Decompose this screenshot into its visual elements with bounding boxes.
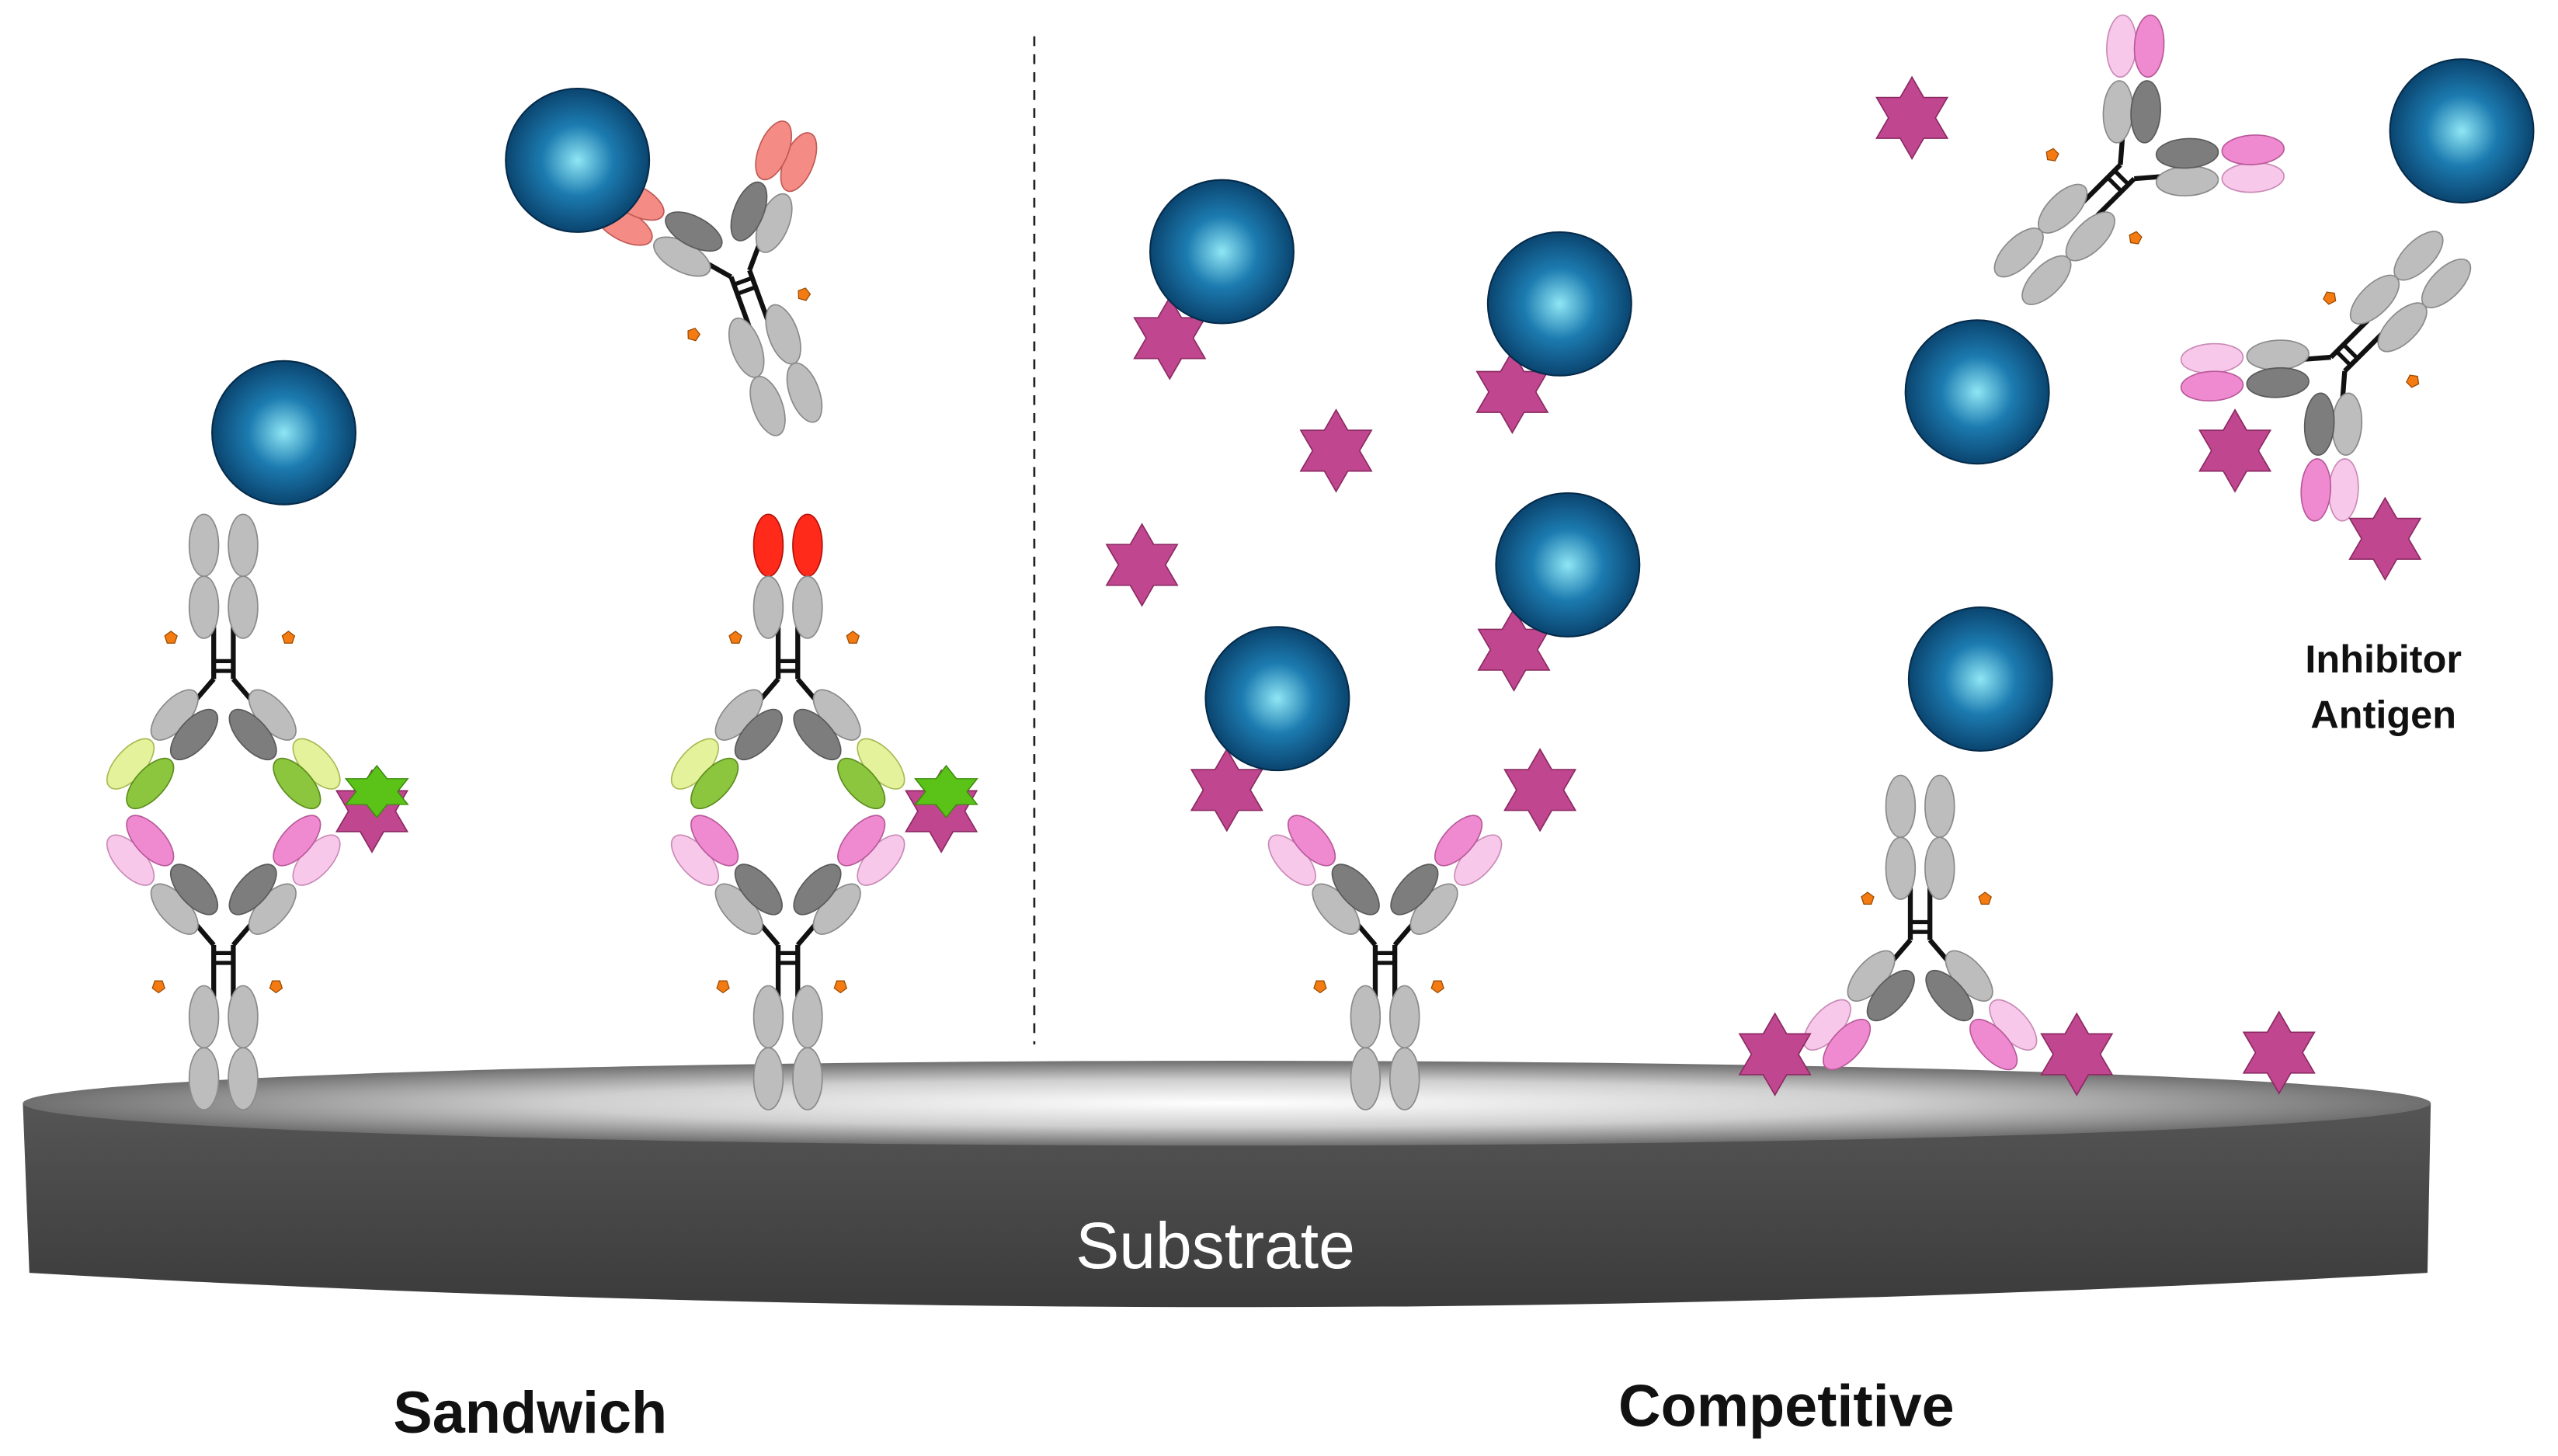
antigen-star-icon <box>1299 408 1373 493</box>
competitive-assembly-2 <box>1738 606 2114 1096</box>
glycan-icon <box>716 980 730 994</box>
sandwich-assembly-1 <box>106 360 409 1110</box>
antibody-icon <box>106 815 341 1110</box>
antigen-star-icon <box>1105 523 1179 607</box>
glycan-icon <box>833 980 848 994</box>
antigen-star-icon <box>2198 408 2272 493</box>
inhibitor-antibody-2 <box>2180 58 2535 582</box>
gold-bead-icon <box>1149 179 1295 325</box>
antigen-star-icon <box>2040 1012 2114 1096</box>
sandwich-antigen-star-icon <box>914 764 978 818</box>
antigen-star-icon <box>1503 748 1577 832</box>
glycan-icon <box>687 327 701 342</box>
glycan-icon <box>151 980 165 994</box>
glycan-icon <box>2406 374 2420 388</box>
antibody-icon <box>2180 231 2472 522</box>
glycan-icon <box>2129 231 2143 245</box>
substrate-label: Substrate <box>1076 1209 1355 1282</box>
conjugate-1 <box>1133 179 1295 381</box>
antigen-star-icon <box>1738 1012 1812 1096</box>
free-antigens <box>1105 75 2316 1095</box>
gold-bead-icon <box>1904 319 2050 465</box>
gold-bead-icon <box>505 87 651 233</box>
antibody-icon <box>670 513 905 810</box>
competitive-label: Competitive <box>1618 1374 1955 1440</box>
sandwich-assembly-2 <box>505 87 978 1110</box>
glycan-icon <box>1313 980 1327 994</box>
inhibitor-antibody-1 <box>1904 14 2285 465</box>
glycan-icon <box>1430 980 1444 994</box>
gold-bead-icon <box>1495 492 1641 638</box>
glycan-icon <box>2045 148 2059 162</box>
antibody-icon <box>1802 774 2038 1071</box>
gold-bead-icon <box>1486 231 1632 377</box>
gold-bead-icon <box>1907 606 2053 752</box>
gold-bead-icon <box>1204 626 1350 772</box>
substrate: Substrate <box>23 1061 2431 1308</box>
gold-bead-icon <box>2389 58 2535 204</box>
competitive-assembly-1 <box>1190 626 1577 1110</box>
antibody-icon <box>106 513 341 810</box>
antigen-star-icon <box>1875 75 1949 161</box>
antibody-icon <box>670 815 905 1110</box>
glycan-icon <box>269 980 283 994</box>
inhibitor-label: Inhibitor <box>2305 637 2462 681</box>
sandwich-antigen-star-icon <box>344 764 409 818</box>
antibody-icon <box>1993 14 2285 305</box>
glycan-icon <box>728 631 742 644</box>
conjugate-2 <box>1475 231 1632 434</box>
glycan-icon <box>281 631 296 644</box>
sandwich-label: Sandwich <box>393 1381 667 1446</box>
conjugate-3 <box>1477 492 1641 692</box>
glycan-icon <box>798 287 812 301</box>
glycan-icon <box>164 631 178 644</box>
antigen-label: Antigen <box>2310 693 2456 737</box>
glycan-icon <box>1978 891 1992 905</box>
antigen-star-icon <box>2348 496 2422 582</box>
gold-bead-icon <box>211 360 357 506</box>
glycan-icon <box>1861 891 1875 905</box>
antibody-icon <box>595 120 823 436</box>
glycan-icon <box>2323 291 2337 305</box>
antibody-icon <box>1267 815 1503 1110</box>
glycan-icon <box>846 631 860 644</box>
antigen-star-icon <box>2242 1010 2316 1095</box>
